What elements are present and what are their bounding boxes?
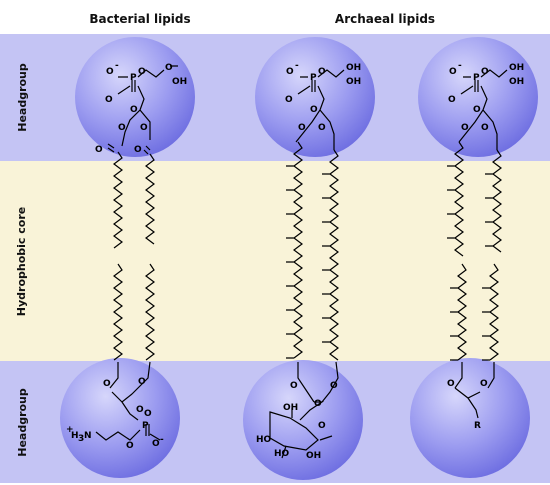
svg-text:O: O	[318, 421, 326, 431]
hydrocarbon-tail	[145, 263, 155, 361]
hydrocarbon-tail	[145, 153, 155, 245]
svg-text:N: N	[84, 431, 92, 441]
svg-text:O: O	[314, 399, 322, 409]
hydrocarbon-tail	[113, 263, 123, 361]
svg-text:O: O	[138, 377, 146, 387]
svg-text:O: O	[103, 379, 111, 389]
svg-text:-: -	[115, 61, 119, 71]
svg-text:H: H	[71, 431, 79, 441]
svg-text:O: O	[481, 123, 489, 133]
sphere-arch2-bottom	[410, 358, 530, 478]
svg-text:O: O	[138, 67, 146, 77]
svg-text:O: O	[310, 105, 318, 115]
svg-text:OH: OH	[346, 77, 361, 87]
svg-text:O: O	[95, 145, 103, 155]
lipid-tails	[113, 141, 502, 361]
hydrocarbon-tail	[450, 263, 467, 361]
svg-text:P: P	[142, 421, 149, 431]
sphere-bact-top	[75, 37, 195, 157]
svg-text:O: O	[136, 405, 144, 415]
svg-text:HO: HO	[256, 435, 272, 445]
svg-text:O: O	[290, 381, 298, 391]
headgroup-spheres	[60, 37, 538, 480]
hydrocarbon-tail	[485, 149, 502, 253]
svg-text:O: O	[330, 381, 338, 391]
svg-text:OH: OH	[283, 403, 298, 413]
archaeal-lipids-title: Archaeal lipids	[334, 12, 436, 26]
bacterial-lipids-title: Bacterial lipids	[89, 12, 191, 26]
svg-text:O: O	[140, 123, 148, 133]
hydrophobic-core-band	[0, 161, 550, 361]
svg-text:O: O	[298, 123, 306, 133]
hydrocarbon-tail	[447, 141, 464, 257]
svg-text:O: O	[318, 123, 326, 133]
sphere-arch1-bottom	[243, 360, 363, 480]
sphere-arch2-top	[418, 37, 538, 157]
sphere-bact-bottom	[60, 358, 180, 478]
svg-text:-: -	[160, 435, 164, 445]
svg-text:O: O	[130, 105, 138, 115]
svg-text:HO: HO	[274, 449, 290, 459]
svg-text:O: O	[318, 67, 326, 77]
sphere-arch1-top	[255, 37, 375, 157]
svg-text:OH: OH	[172, 77, 187, 87]
svg-text:O: O	[448, 95, 456, 105]
svg-text:OH: OH	[346, 63, 361, 73]
hydrocarbon-tail	[482, 263, 499, 361]
svg-text:O: O	[481, 67, 489, 77]
svg-text:P: P	[130, 73, 137, 83]
svg-text:O: O	[461, 123, 469, 133]
svg-text:O: O	[473, 105, 481, 115]
headgroup-bonds	[95, 65, 508, 459]
svg-text:O: O	[286, 67, 294, 77]
svg-text:OH: OH	[509, 63, 524, 73]
svg-text:OH: OH	[509, 77, 524, 87]
svg-text:O: O	[118, 123, 126, 133]
svg-text:O: O	[447, 379, 455, 389]
hydrocarbon-tail	[113, 151, 123, 249]
svg-text:O: O	[106, 67, 114, 77]
svg-text:+: +	[66, 425, 74, 435]
svg-text:O: O	[449, 67, 457, 77]
svg-text:O: O	[144, 409, 152, 419]
svg-text:O: O	[165, 63, 173, 73]
hydrocarbon-tail	[286, 141, 303, 359]
svg-text:O: O	[480, 379, 488, 389]
svg-text:O: O	[134, 145, 142, 155]
svg-text:-: -	[295, 61, 299, 71]
svg-text:O: O	[126, 441, 134, 451]
svg-text:O: O	[105, 95, 113, 105]
svg-text:P: P	[473, 73, 480, 83]
svg-text:P: P	[310, 73, 317, 83]
svg-text:O: O	[285, 95, 293, 105]
svg-text:O: O	[152, 439, 160, 449]
svg-text:OH: OH	[306, 451, 321, 461]
svg-text:-: -	[458, 61, 462, 71]
hydrocarbon-tail	[322, 149, 339, 361]
svg-text:3: 3	[78, 434, 84, 444]
svg-text:R: R	[474, 421, 481, 431]
chem-labels: O - P O O O O OH O O O O O - P O O O OH …	[66, 61, 524, 461]
